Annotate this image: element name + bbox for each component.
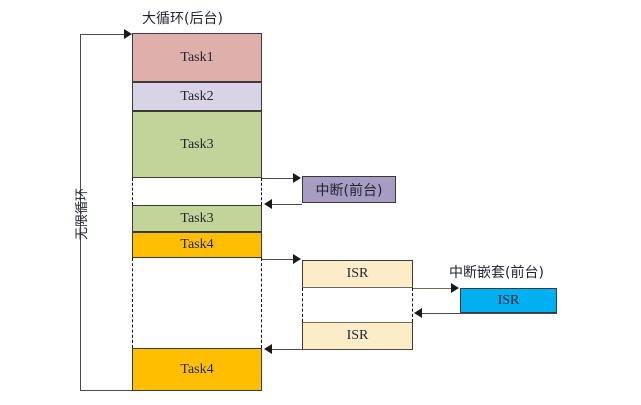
- task-label: Task4: [180, 361, 214, 377]
- loop-arrow-top: [80, 34, 129, 35]
- isr-nested-box: ISR: [460, 288, 557, 313]
- nested-interrupt-title: 中断嵌套(前台): [449, 265, 544, 281]
- task-box-task3-first: Task3: [132, 111, 262, 178]
- arrow-to-isr-head-icon: [293, 254, 301, 264]
- isr-box-first: ISR: [302, 260, 413, 288]
- arrow-to-interrupt-head-icon: [293, 173, 301, 183]
- arrow-to-isr-line: [262, 259, 296, 260]
- isr-label: ISR: [346, 266, 369, 281]
- arrow-to-interrupt-line: [262, 178, 296, 179]
- task-box-task4-first: Task4: [132, 232, 262, 258]
- task-box-task1: Task1: [132, 33, 262, 82]
- task-label: Task2: [180, 88, 214, 104]
- suspend-dash-right-1: [261, 178, 262, 205]
- isr-suspend-dash-left: [302, 288, 303, 322]
- loop-arrow-head-icon: [124, 29, 132, 39]
- loop-arrow-vertical: [80, 34, 81, 391]
- arrow-from-nested-isr-line: [420, 313, 557, 314]
- task-box-task4-resume: Task4: [132, 348, 262, 391]
- suspend-dash-left-2: [132, 258, 133, 348]
- infinite-loop-label: 无限循环: [75, 187, 90, 240]
- isr-box-resume: ISR: [302, 322, 413, 350]
- task-box-task3-resume: Task3: [132, 205, 262, 232]
- interrupt-box: 中断(前台): [302, 176, 396, 203]
- loop-arrow-bottom: [80, 390, 132, 391]
- isr-nested-label: ISR: [497, 292, 520, 308]
- task-label: Task1: [180, 49, 214, 65]
- task-label: Task4: [180, 237, 214, 252]
- arrow-from-nested-isr-head-icon: [414, 308, 422, 318]
- main-loop-title: 大循环(后台): [142, 11, 223, 27]
- isr-label: ISR: [346, 328, 369, 343]
- isr-suspend-dash-right: [412, 288, 413, 322]
- suspend-dash-left-1: [132, 178, 133, 205]
- suspend-dash-right-2: [261, 258, 262, 348]
- task-label: Task3: [180, 136, 214, 152]
- arrow-from-isr-head-icon: [264, 344, 272, 354]
- arrow-to-nested-isr-head-icon: [451, 283, 459, 293]
- arrow-from-interrupt-head-icon: [264, 199, 272, 209]
- arrow-from-isr-line: [270, 349, 413, 350]
- task-label: Task3: [180, 210, 214, 226]
- arrow-to-nested-isr-line: [413, 288, 454, 289]
- task-box-task2: Task2: [132, 82, 262, 111]
- interrupt-label: 中断(前台): [315, 182, 383, 199]
- arrow-from-interrupt-line: [270, 204, 302, 205]
